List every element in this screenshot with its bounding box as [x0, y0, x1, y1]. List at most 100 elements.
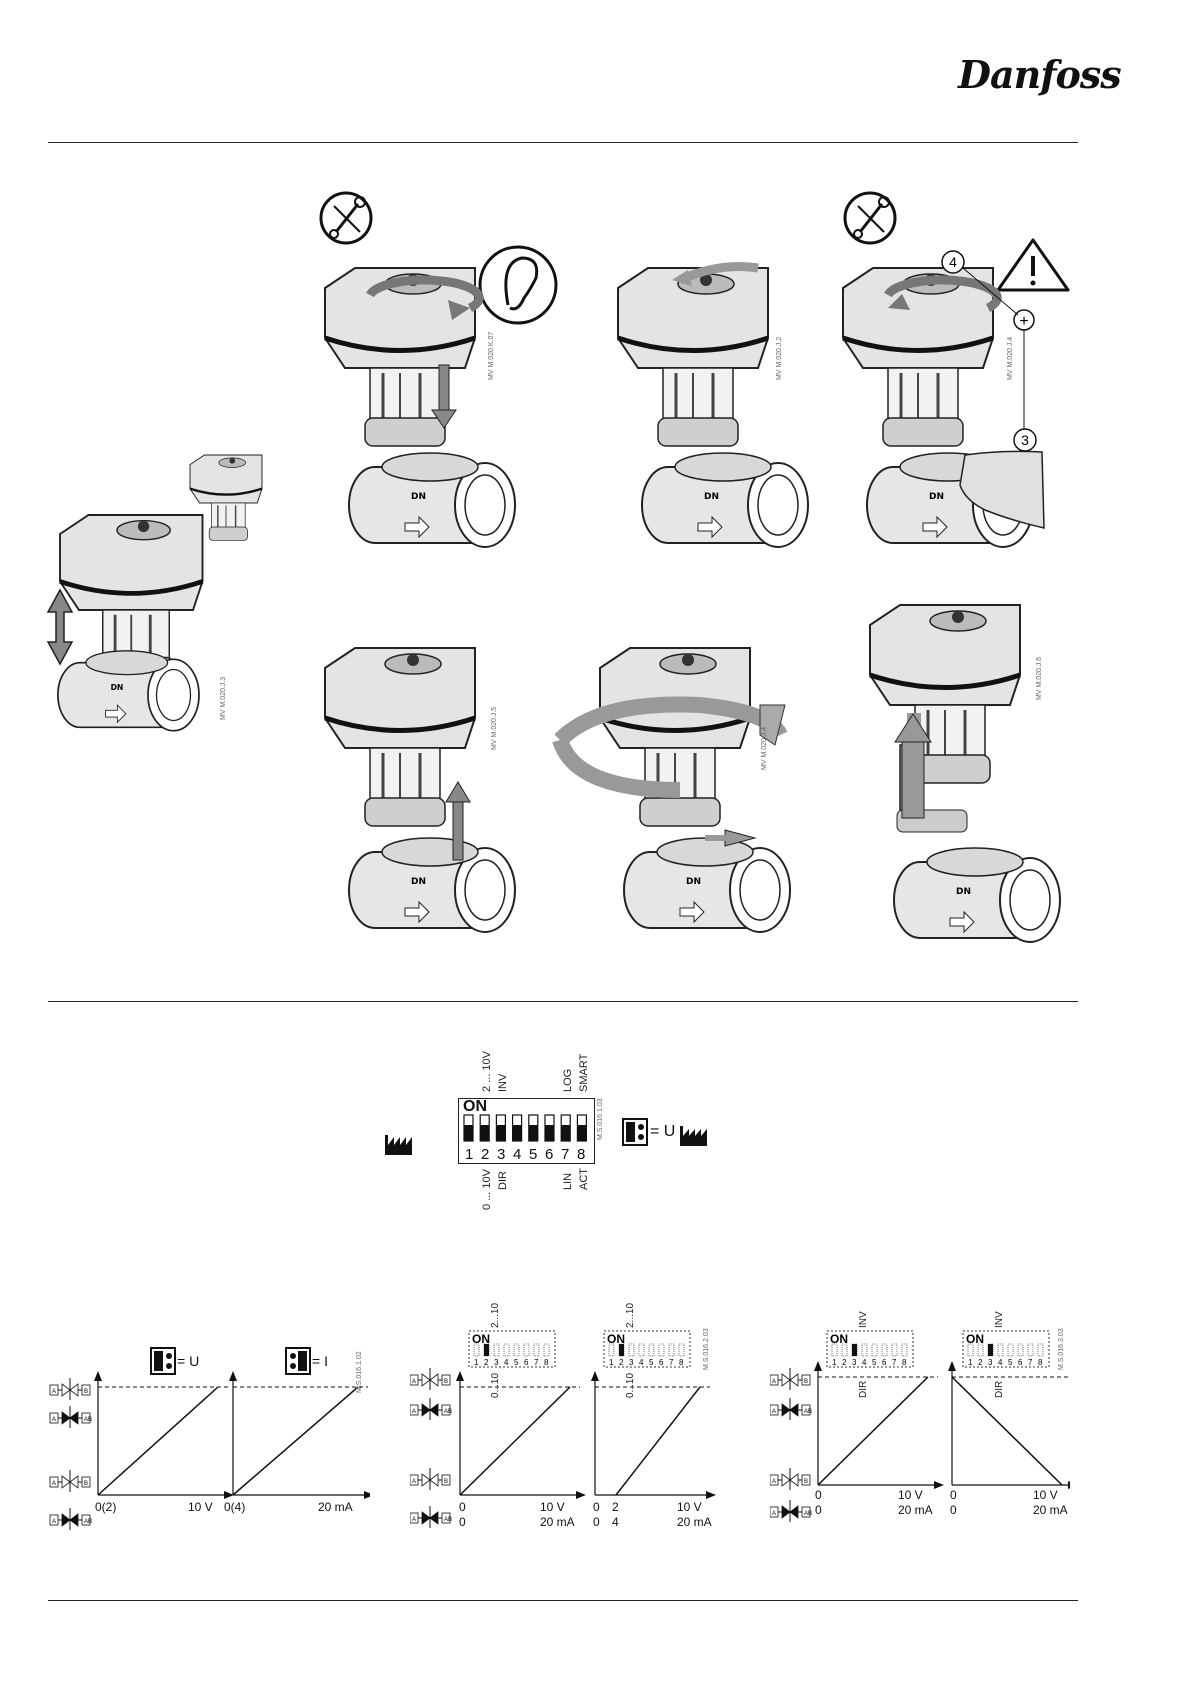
dip-on-label: ON	[463, 1098, 487, 1115]
illustration-step-2	[618, 262, 809, 548]
rule-top	[48, 142, 1078, 143]
dip-switch-block	[458, 1098, 595, 1164]
x-tick-label: 2	[612, 1500, 619, 1514]
dip-number: 7	[561, 1146, 570, 1163]
valve-port	[49, 1476, 59, 1488]
valve-port	[801, 1374, 811, 1386]
figure-code: MV M.020.J.3	[220, 676, 227, 720]
valve-port-label: B	[84, 1389, 88, 1395]
valve-port-label: B	[444, 1479, 448, 1485]
small-dip-switch	[648, 1343, 655, 1357]
small-dip-number: 3	[494, 1358, 499, 1367]
y-axis-arrow	[948, 1361, 956, 1371]
valve-wedge	[429, 1511, 439, 1525]
rule-bottom	[48, 1600, 1078, 1601]
listen-ear-icon	[478, 245, 558, 325]
small-dip-switch	[871, 1343, 878, 1357]
valve-port	[770, 1506, 779, 1518]
jumper-i-label: = I	[312, 1353, 328, 1369]
jumper-u-label: = U	[177, 1353, 200, 1369]
valve-port-label: A	[52, 1481, 56, 1487]
small-dip-bottom-label: 0...10	[490, 1372, 501, 1398]
valve-port	[49, 1384, 59, 1396]
small-dip-number: 2	[484, 1358, 489, 1367]
dip-number: 6	[545, 1146, 554, 1163]
small-dip-number: 4	[862, 1358, 867, 1367]
illustration-step-6	[870, 605, 1061, 943]
figure-code: MV M.020.J.2	[776, 336, 783, 380]
illustration-overview	[46, 453, 264, 732]
warning-icon	[996, 238, 1070, 292]
small-dip-switch	[841, 1343, 848, 1357]
x-tick-label: 20 mA	[540, 1515, 575, 1529]
valve-port-label: B	[804, 1479, 808, 1485]
small-dip-switch	[503, 1343, 510, 1357]
valve-port	[770, 1404, 779, 1416]
y-axis-arrow	[229, 1371, 237, 1381]
valve-port	[410, 1512, 419, 1524]
x-tick-label: 0(2)	[95, 1500, 117, 1514]
factory-setting-icon	[385, 1135, 412, 1155]
small-dip-number: 7	[534, 1358, 539, 1367]
valve-port	[81, 1514, 91, 1526]
callout-3: 3	[1021, 432, 1029, 448]
illustration-step-1	[325, 268, 516, 548]
small-dip-number: 6	[659, 1358, 664, 1367]
small-dip-switch	[608, 1343, 615, 1357]
valve-wedge	[69, 1411, 79, 1425]
valve-wedge	[429, 1403, 439, 1417]
small-dip-bottom-label: 0...10	[625, 1372, 636, 1398]
small-dip-switch	[967, 1343, 974, 1357]
valve-port-label: A	[772, 1409, 776, 1415]
valve-port	[770, 1374, 779, 1386]
small-dip-number: 5	[514, 1358, 519, 1367]
y-axis-arrow	[456, 1371, 464, 1381]
jumper-icon	[150, 1347, 176, 1375]
dip-number: 8	[577, 1146, 586, 1163]
valve-port	[410, 1374, 419, 1386]
up-down-arrow-icon	[46, 588, 74, 666]
dip-number: 2	[481, 1146, 490, 1163]
valve-port	[770, 1474, 779, 1486]
x-tick-label: 10 V	[1033, 1488, 1058, 1502]
small-dip-switch	[881, 1343, 888, 1357]
figure-code: MV M.020.J.6	[1036, 656, 1043, 700]
small-dip-number: 1	[474, 1358, 479, 1367]
dip-switch-lever	[464, 1125, 473, 1141]
small-dip-number: 7	[1028, 1358, 1033, 1367]
small-dip-switch	[1007, 1343, 1014, 1357]
small-dip-switch	[678, 1343, 685, 1357]
small-dip-on-label: ON	[607, 1332, 625, 1346]
valve-port	[441, 1404, 451, 1416]
x-tick-label: 10 V	[898, 1488, 923, 1502]
valve-wedge	[429, 1373, 439, 1387]
valve-port	[801, 1404, 811, 1416]
x-tick-label: 0	[950, 1488, 957, 1502]
figure-code: M.S.016.1.03	[597, 1098, 604, 1140]
valve-port-label: A	[52, 1417, 56, 1423]
y-axis-arrow	[94, 1371, 102, 1381]
valve-wedge	[789, 1473, 799, 1487]
jumper-u-label: = U	[650, 1123, 676, 1140]
small-dip-switch	[493, 1343, 500, 1357]
figure-code: MV M.020.J.5	[491, 706, 498, 750]
valve-wedge	[61, 1475, 71, 1489]
valve-wedge	[781, 1373, 791, 1387]
dip-switches	[463, 1114, 588, 1142]
dip-number: 5	[529, 1146, 538, 1163]
valve-port-label: AB	[84, 1519, 92, 1525]
valve-wedge	[69, 1475, 79, 1489]
small-dip-switch-active	[852, 1344, 857, 1356]
small-dip-number: 6	[524, 1358, 529, 1367]
small-dip-number: 2	[619, 1358, 624, 1367]
x-tick-label: 20 mA	[898, 1503, 933, 1517]
dip-switch-lever	[496, 1125, 506, 1141]
valve-wedge	[789, 1505, 799, 1519]
small-dip-number: 1	[968, 1358, 973, 1367]
valve-port	[410, 1474, 419, 1486]
